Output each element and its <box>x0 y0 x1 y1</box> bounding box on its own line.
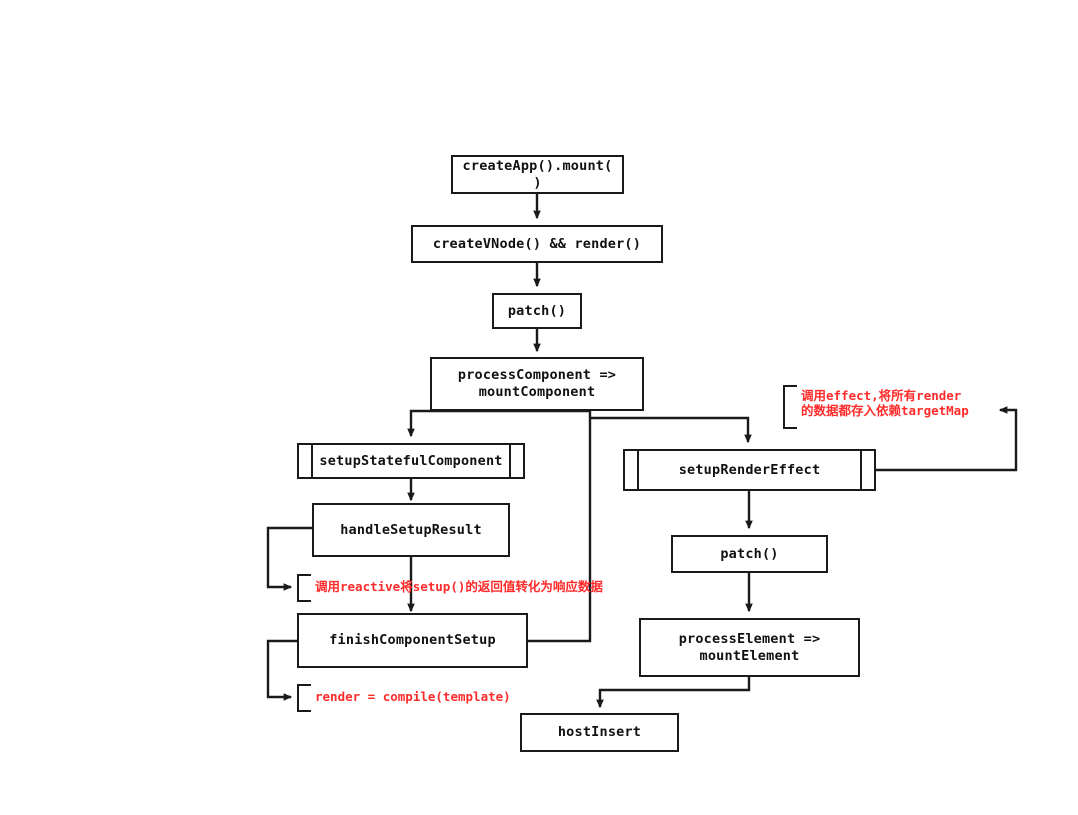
node-process-component[interactable]: processComponent => mountComponent <box>430 357 644 411</box>
subroutine-bar-left <box>637 451 639 489</box>
node-setup-stateful-component[interactable]: setupStatefulComponent <box>297 443 525 479</box>
node-label: handleSetupResult <box>340 521 482 538</box>
node-label: hostInsert <box>557 724 642 741</box>
node-finish-component-setup[interactable]: finishComponentSetup <box>297 613 528 668</box>
node-create-vnode[interactable]: createVNode() && render() <box>411 225 663 263</box>
node-label: createApp().mount( ) <box>462 157 613 191</box>
node-create-app[interactable]: createApp().mount( ) <box>451 155 624 194</box>
node-label: patch() <box>720 545 779 562</box>
node-label: setupStatefulComponent <box>319 452 503 469</box>
subroutine-bar-left <box>311 445 313 477</box>
note-render: render = compile(template) <box>315 689 511 704</box>
note-bracket-render <box>297 684 311 712</box>
node-host-insert[interactable]: hostInsert <box>520 713 679 752</box>
edge-processcomponent-trunk-right <box>528 409 592 643</box>
node-process-element[interactable]: processElement => mountElement <box>639 618 860 677</box>
node-patch-second[interactable]: patch() <box>671 535 828 573</box>
edge-processelement-to-hostinsert <box>596 677 751 709</box>
subroutine-bar-right <box>509 445 511 477</box>
edge-trunk-to-setuprendereffect <box>590 416 752 444</box>
subroutine-bar-right <box>860 451 862 489</box>
edge-setuprendereffect-loop-to-note-effect <box>876 406 1018 472</box>
edge-finishsetup-to-note-render <box>266 639 297 701</box>
node-label: processElement => mountElement <box>678 630 821 664</box>
node-label: createVNode() && render() <box>432 235 642 252</box>
edge-processcomponent-to-setupstateful <box>407 409 537 438</box>
node-label: finishComponentSetup <box>329 632 496 649</box>
note-bracket-effect <box>783 385 797 429</box>
node-handle-setup-result[interactable]: handleSetupResult <box>312 503 510 557</box>
node-setup-render-effect[interactable]: setupRenderEffect <box>623 449 876 491</box>
node-label: setupRenderEffect <box>678 461 821 478</box>
note-bracket-reactive <box>297 574 311 602</box>
node-patch-first[interactable]: patch() <box>492 293 582 329</box>
node-label: processComponent => mountComponent <box>457 367 617 400</box>
node-label: patch() <box>507 302 567 319</box>
note-reactive: 调用reactive将setup()的返回值转化为响应数据 <box>315 579 603 594</box>
note-effect: 调用effect,将所有render 的数据都存入依赖targetMap <box>801 388 969 419</box>
